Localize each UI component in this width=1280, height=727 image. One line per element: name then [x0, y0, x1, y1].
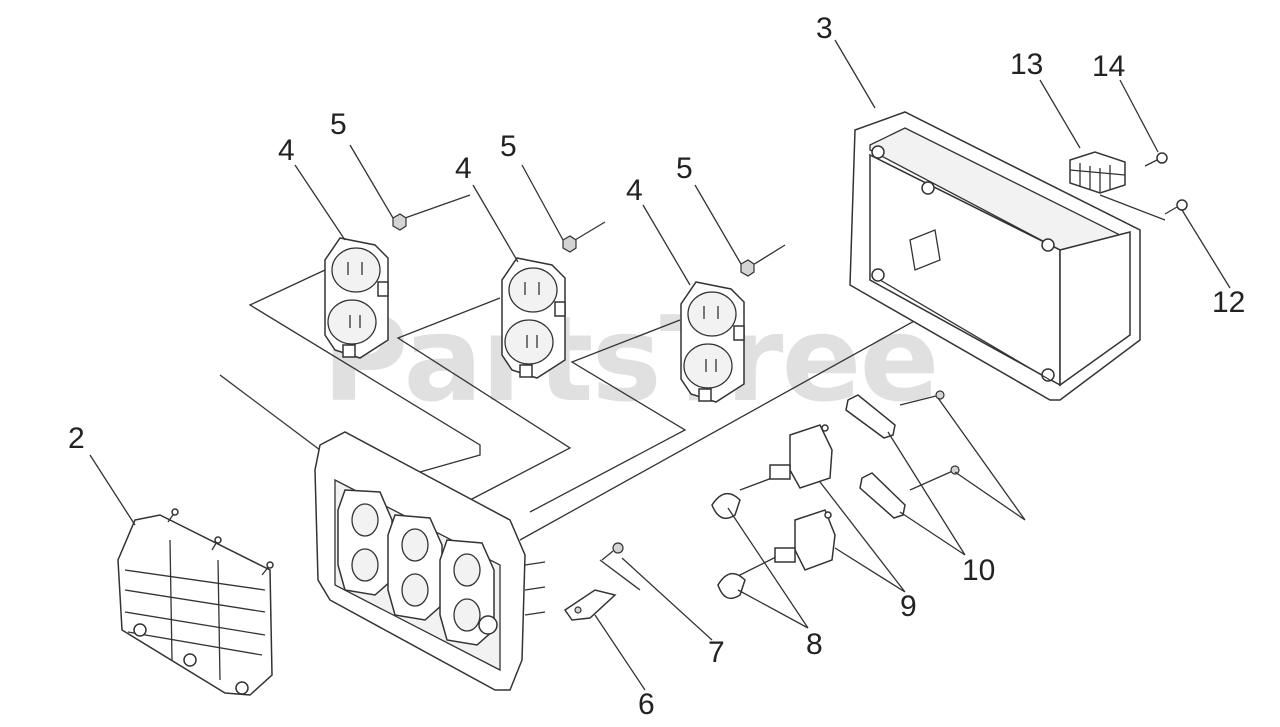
callout-13: 13 [1010, 48, 1044, 81]
screw-7 [601, 542, 624, 561]
receptacle-4 [501, 257, 566, 379]
callout-3: 3 [816, 12, 833, 45]
assembly-line [404, 194, 471, 219]
assembly-line [529, 319, 687, 513]
callout-5: 5 [676, 152, 693, 185]
leader-9 [819, 481, 906, 593]
assembly-line [899, 394, 941, 406]
leader-4b [472, 184, 519, 263]
assembly-line [396, 297, 572, 501]
leader-12 [1181, 209, 1231, 289]
callout-14: 14 [1092, 50, 1126, 83]
receptacle-4 [324, 237, 389, 359]
leader-5a [349, 144, 394, 219]
leader-5b [521, 164, 564, 241]
callout-4: 4 [278, 134, 295, 167]
lamp-8 [711, 492, 746, 600]
callout-8: 8 [806, 628, 823, 661]
callout-9: 9 [900, 590, 917, 623]
leader-4a [294, 164, 346, 241]
leader-14 [1119, 79, 1159, 153]
leader-4c [642, 204, 691, 286]
leader-7 [621, 557, 713, 641]
nut-5 [392, 213, 755, 277]
switch-9 [769, 424, 836, 571]
callout-2: 2 [68, 422, 85, 455]
receptacle-panel [314, 431, 546, 691]
control-box-3 [849, 111, 1141, 401]
leader-5c [694, 184, 742, 265]
assembly-line [599, 559, 641, 591]
callout-leaders [89, 39, 1231, 691]
assembly-line [1099, 194, 1166, 221]
leader-10 [887, 431, 966, 556]
cover-panel-2 [117, 508, 274, 696]
watermark: PartsTree [322, 290, 940, 428]
callout-5: 5 [500, 130, 517, 163]
callout-7: 7 [708, 636, 725, 669]
callout-5: 5 [330, 108, 347, 141]
leader-13 [1039, 79, 1081, 149]
receptacle-4 [680, 281, 745, 403]
leader-6 [594, 614, 646, 691]
leader-11 [937, 397, 1026, 521]
bracket-10 [845, 390, 960, 519]
callout-10: 10 [962, 554, 996, 587]
terminal-block-13 [1069, 151, 1126, 194]
callout-4: 4 [626, 174, 643, 207]
assembly-line [248, 262, 481, 473]
leader-8 [727, 507, 809, 629]
leader-2 [89, 454, 136, 526]
clip-6 [563, 589, 617, 621]
callout-12: 12 [1212, 286, 1246, 319]
screw-14 [1144, 152, 1168, 167]
assembly-line [219, 374, 321, 451]
leader-3 [834, 39, 876, 109]
assembly-line [909, 469, 956, 491]
callout-6: 6 [638, 688, 655, 721]
screw-12 [1164, 199, 1188, 215]
assembly-lines [219, 194, 1166, 591]
callout-4: 4 [455, 152, 472, 185]
